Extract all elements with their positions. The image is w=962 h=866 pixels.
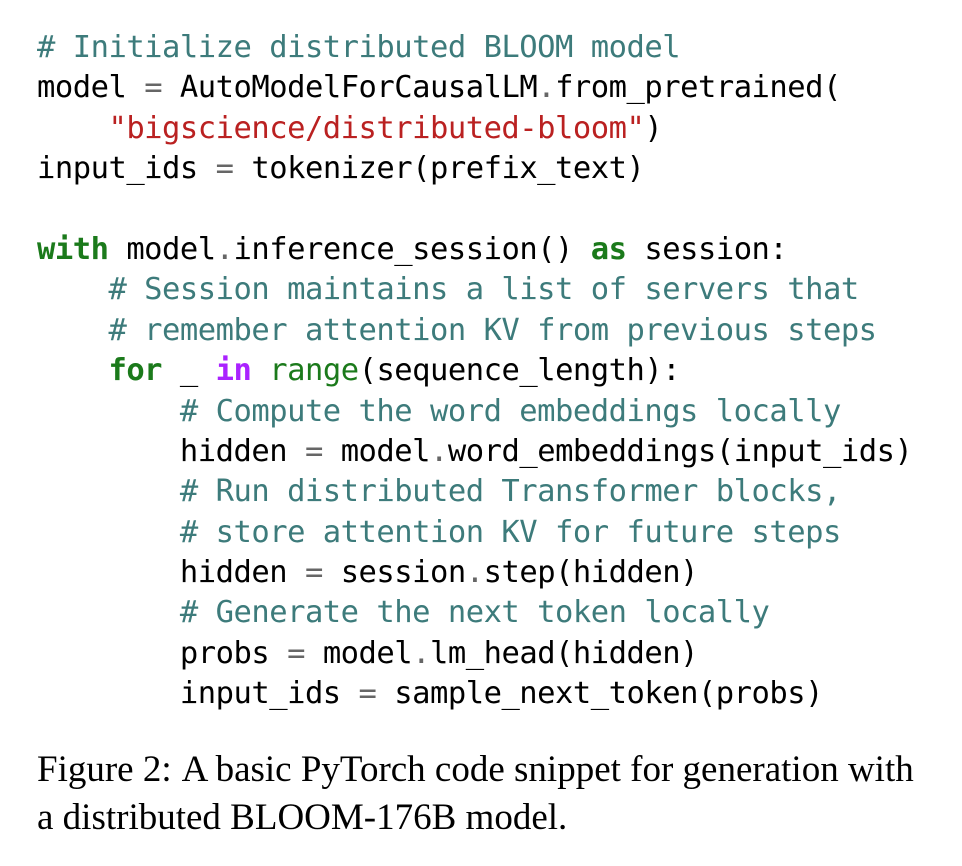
code-keyword: for (108, 353, 163, 389)
code-line: # Session maintains a list of servers th… (37, 270, 912, 310)
code-text: probs (37, 635, 288, 671)
code-text: word_embeddings(input_ids) (447, 433, 913, 469)
code-line: # Compute the word embeddings locally (37, 392, 912, 432)
code-text: model (304, 635, 413, 671)
code-text: hidden (37, 433, 305, 469)
code-line: # Run distributed Transformer blocks, (37, 472, 912, 512)
code-builtin: range (269, 353, 359, 389)
code-line: # remember attention KV from previous st… (37, 311, 912, 351)
code-comment: # Run distributed Transformer blocks, (179, 474, 841, 510)
code-keyword: in (215, 353, 252, 389)
code-text: ) (644, 110, 663, 146)
code-comment: # Compute the word embeddings locally (179, 393, 841, 429)
code-text (37, 394, 180, 429)
code-text: model (37, 70, 145, 106)
code-text (37, 313, 108, 348)
code-text: session (322, 555, 467, 591)
code-text: input_ids (37, 676, 359, 712)
code-comment: # remember attention KV from previous st… (108, 312, 877, 348)
caption-text: A basic PyTorch code snippet for generat… (37, 749, 914, 838)
code-keyword: as (590, 231, 627, 267)
code-operator: = (215, 151, 234, 187)
code-text (37, 515, 180, 550)
code-line: hidden = model.word_embeddings(input_ids… (37, 432, 913, 472)
code-text: sample_next_token(probs) (376, 676, 823, 712)
code-comment: # Session maintains a list of servers th… (108, 272, 859, 308)
code-line: for _ in range(sequence_length): (37, 351, 912, 391)
code-string: "bigscience/distributed-bloom" (108, 110, 645, 146)
code-text: input_ids (37, 151, 216, 187)
code-operator: = (304, 433, 323, 469)
code-text: (sequence_length): (358, 353, 681, 389)
code-line: model = AutoModelForCausalLM.from_pretra… (37, 68, 912, 108)
code-text: inference_session() (233, 231, 591, 267)
code-comment: # Initialize distributed BLOOM model (37, 30, 681, 65)
code-comment: # Generate the next token locally (179, 595, 770, 631)
code-text: session: (626, 231, 788, 267)
code-text: tokenizer(prefix_text) (233, 151, 645, 187)
code-operator: = (358, 676, 377, 712)
code-line: hidden = session.step(hidden) (37, 553, 912, 593)
code-text: model (108, 231, 216, 267)
code-operator: . (465, 555, 484, 591)
code-text: from_pretrained( (555, 70, 841, 106)
code-text: AutoModelForCausalLM (162, 70, 538, 106)
code-operator: = (287, 635, 305, 671)
figure-caption: Figure 2:A basic PyTorch code snippet fo… (37, 746, 937, 842)
code-line: # Initialize distributed BLOOM model (37, 28, 912, 68)
code-line: probs = model.lm_head(hidden) (37, 634, 912, 674)
code-text: _ (162, 353, 216, 389)
code-operator: . (412, 635, 431, 671)
code-text: model (322, 433, 431, 469)
code-line: input_ids = tokenizer(prefix_text) (37, 149, 912, 189)
code-line: with model.inference_session() as sessio… (37, 230, 912, 270)
code-line: # Generate the next token locally (37, 593, 912, 633)
code-text (37, 353, 108, 388)
code-text (37, 111, 108, 146)
figure-label: Figure 2: (37, 749, 172, 790)
code-comment: # store attention KV for future steps (179, 514, 841, 550)
code-operator: = (304, 555, 323, 591)
code-operator: = (144, 70, 163, 106)
code-line (37, 190, 912, 230)
code-line: input_ids = sample_next_token(probs) (37, 674, 912, 714)
code-text (251, 353, 269, 388)
code-text (37, 595, 180, 630)
code-text (37, 474, 180, 509)
code-text: lm_head(hidden) (430, 635, 698, 671)
code-line: "bigscience/distributed-bloom") (37, 109, 912, 149)
code-operator: . (215, 231, 234, 267)
code-keyword: with (37, 231, 109, 267)
code-text: hidden (37, 555, 305, 591)
code-operator: . (537, 70, 556, 106)
code-operator: . (430, 433, 448, 469)
code-text: step(hidden) (483, 555, 699, 591)
code-text (37, 272, 108, 307)
code-line: # store attention KV for future steps (37, 513, 912, 553)
